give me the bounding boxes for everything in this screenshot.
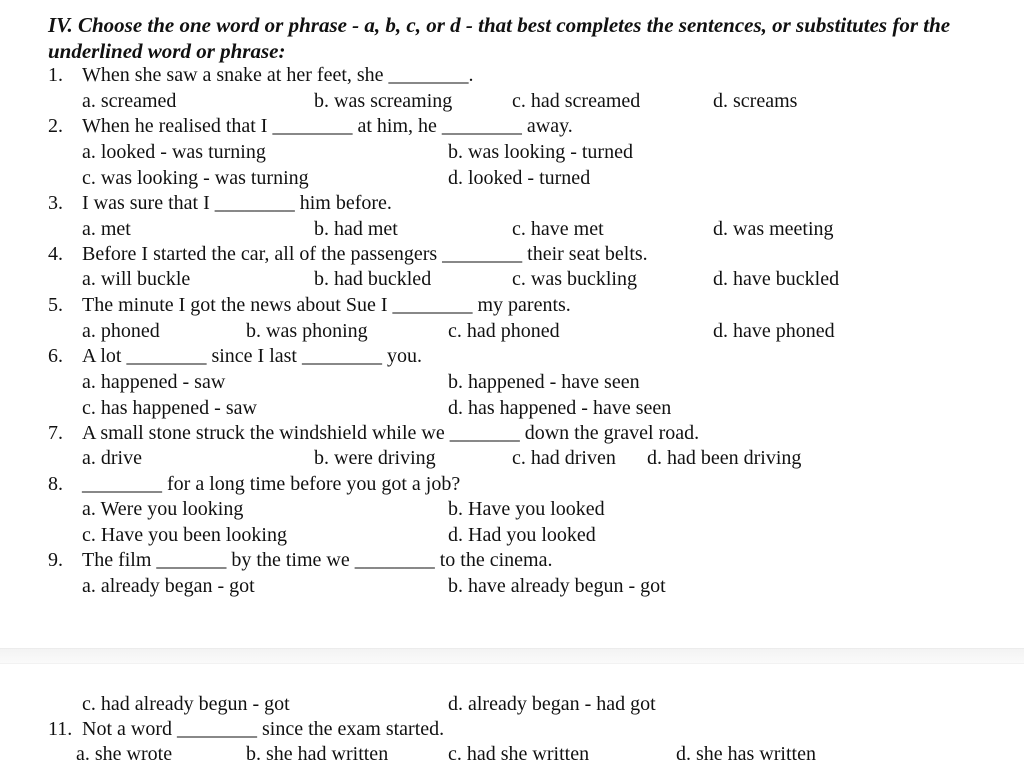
option-a[interactable]: a. happened - saw [82,371,226,393]
question-number: 8. [48,473,63,495]
option-d[interactable]: d. had been driving [647,447,802,469]
option-b[interactable]: b. have already begun - got [448,575,666,597]
question-number: 6. [48,345,63,367]
option-a[interactable]: a. Were you looking [82,498,244,520]
option-d[interactable]: d. screams [713,90,798,112]
option-d[interactable]: d. was meeting [713,218,834,240]
option-c[interactable]: c. had phoned [448,320,560,342]
option-c[interactable]: c. had screamed [512,90,641,112]
option-d[interactable]: d. she has written [676,743,816,765]
option-b[interactable]: b. happened - have seen [448,371,640,393]
option-a[interactable]: a. will buckle [82,268,191,290]
option-c[interactable]: c. has happened - saw [82,397,257,419]
option-a[interactable]: a. drive [82,447,142,469]
question-number: 1. [48,64,63,86]
option-a[interactable]: a. phoned [82,320,160,342]
option-b[interactable]: b. had met [314,218,398,240]
question-number: 3. [48,192,63,214]
question-text: When he realised that I ________ at him,… [82,115,573,137]
option-b[interactable]: b. Have you looked [448,498,605,520]
question-text: The minute I got the news about Sue I __… [82,294,571,316]
question-text: When she saw a snake at her feet, she __… [82,64,474,86]
question-number: 2. [48,115,63,137]
option-b[interactable]: b. was looking - turned [448,141,633,163]
option-a[interactable]: a. she wrote [76,743,173,765]
question-text: I was sure that I ________ him before. [82,192,392,214]
exercise-heading: IV. Choose the one word or phrase - a, b… [48,13,951,63]
option-b[interactable]: b. were driving [314,447,436,469]
question-number: 11. [48,718,73,740]
option-a[interactable]: a. screamed [82,90,177,112]
option-c[interactable]: c. have met [512,218,604,240]
question-text: A small stone struck the windshield whil… [82,422,700,444]
question-text: Before I started the car, all of the pas… [82,243,648,265]
question-text: The film _______ by the time we ________… [82,549,553,571]
question-number: 9. [48,549,63,571]
option-c[interactable]: c. was buckling [512,268,637,290]
page-break [0,648,1024,664]
option-c[interactable]: c. Have you been looking [82,524,287,546]
option-d[interactable]: d. have phoned [713,320,835,342]
option-c[interactable]: c. was looking - was turning [82,167,309,189]
question-text: A lot ________ since I last ________ you… [82,345,422,367]
option-a[interactable]: a. looked - was turning [82,141,266,163]
question-number: 5. [48,294,63,316]
question-text: ________ for a long time before you got … [82,473,461,495]
option-d[interactable]: d. already began - had got [448,693,656,715]
option-d[interactable]: d. have buckled [713,268,840,290]
option-a[interactable]: a. met [82,218,131,240]
option-c[interactable]: c. had she written [448,743,590,765]
option-d[interactable]: d. Had you looked [448,524,596,546]
question-number: 4. [48,243,63,265]
option-b[interactable]: b. had buckled [314,268,432,290]
option-c[interactable]: c. had driven [512,447,616,469]
option-b[interactable]: b. she had written [246,743,389,765]
option-a[interactable]: a. already began - got [82,575,255,597]
question-number: 7. [48,422,63,444]
question-text: Not a word ________ since the exam start… [82,718,445,740]
option-d[interactable]: d. has happened - have seen [448,397,672,419]
option-b[interactable]: b. was screaming [314,90,453,112]
option-c[interactable]: c. had already begun - got [82,693,290,715]
option-d[interactable]: d. looked - turned [448,167,591,189]
option-b[interactable]: b. was phoning [246,320,368,342]
